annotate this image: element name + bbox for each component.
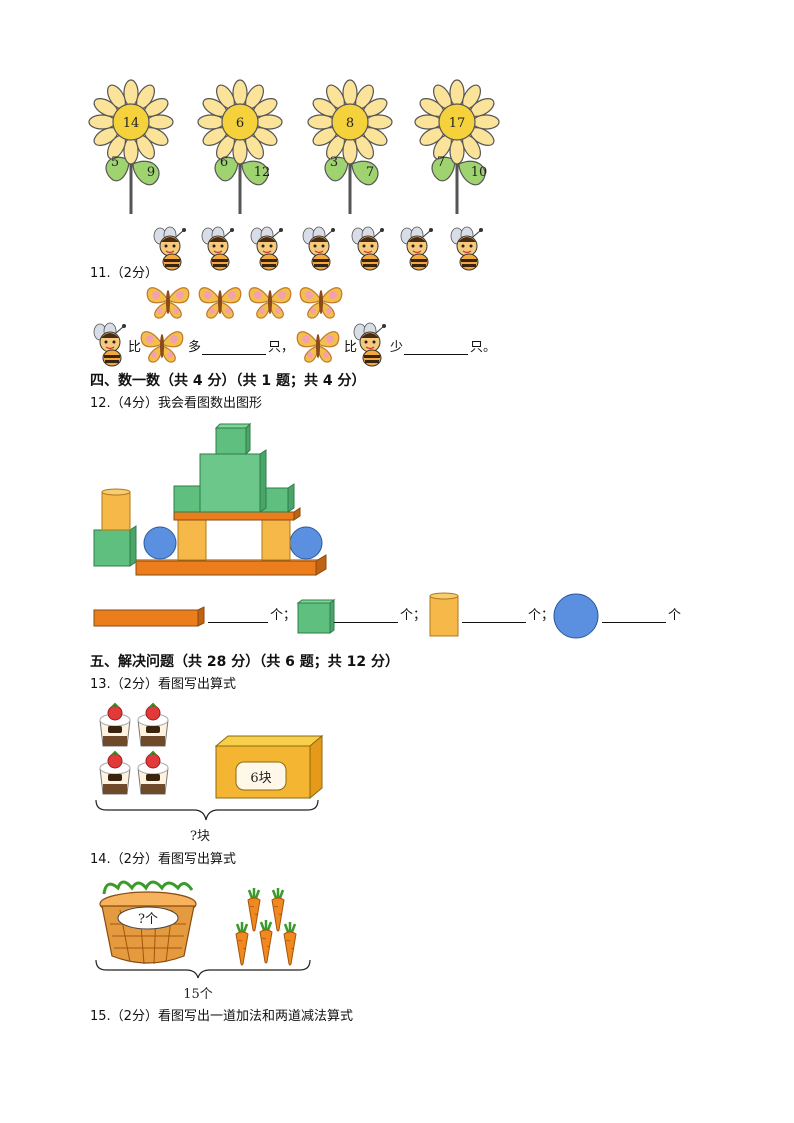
q14-prompt: 14.（2分）看图写出算式 <box>90 852 236 867</box>
q13-figure: 6块 ?块 <box>90 700 330 848</box>
compare-1-text-b: 多 <box>188 340 202 355</box>
bee-icon <box>400 226 434 271</box>
cylinder-shape-icon <box>429 592 459 637</box>
q15-prompt: 15.（2分）看图写出一道加法和两道减法算式 <box>90 1009 353 1024</box>
carrot-icon <box>258 918 274 965</box>
q11-compare-line: 比 多 只， 比 少 只。 <box>92 322 512 367</box>
section-4-title: 四、数一数（共 4 分）（共 1 题；共 4 分） <box>90 373 366 389</box>
cake-icon <box>99 703 131 747</box>
cylinder-unit: 个； <box>528 608 555 623</box>
carrot-icon <box>246 886 262 933</box>
answer-blank-2[interactable] <box>404 342 468 355</box>
box-label: 6块 <box>250 771 271 786</box>
flower-center-number: 14 <box>123 116 140 131</box>
flower-left-leaf-number: 5 <box>111 155 119 170</box>
bee-icon <box>153 226 187 271</box>
q12-prompt: 12.（4分）我会看图数出图形 <box>90 396 262 411</box>
flower-right-leaf-number: 10 <box>471 165 488 180</box>
answer-blank-1[interactable] <box>202 342 266 355</box>
compare-2-text-b: 少 <box>390 340 404 355</box>
q11-number: 11.（2分） <box>90 266 158 281</box>
q14-figure-svg: ?个 15个 <box>95 880 311 1002</box>
basket-label: ?个 <box>138 912 158 927</box>
sphere-shape-icon <box>553 593 599 639</box>
bee-row-svg <box>153 226 484 271</box>
flower-center-number: 8 <box>346 116 354 131</box>
flower-center-number: 17 <box>449 116 466 131</box>
answer-blank-cylinder[interactable] <box>462 610 526 623</box>
plank-shape-icon <box>93 606 205 627</box>
bee-icon <box>93 322 127 367</box>
flower-left-leaf-number: 7 <box>437 155 445 170</box>
flower-center-number: 6 <box>236 116 244 131</box>
bee-row <box>150 226 500 272</box>
flower-row: 14 5 9 6 6 12 8 3 7 <box>0 0 794 225</box>
answer-blank-sphere[interactable] <box>602 610 666 623</box>
flower-4: 17 7 10 <box>414 79 500 214</box>
total-brace <box>95 959 311 979</box>
butterfly-icon <box>299 287 343 319</box>
q13-total-label: ?块 <box>190 829 210 844</box>
carrot-icon <box>282 920 298 967</box>
flower-right-leaf-number: 7 <box>366 165 374 180</box>
bee-icon <box>351 226 385 271</box>
butterfly-icon <box>140 331 184 363</box>
carrot-icon <box>270 886 286 933</box>
q13-prompt: 13.（2分）看图写出算式 <box>90 677 236 692</box>
q14-figure: ?个 15个 <box>90 874 330 1004</box>
cake-icon <box>137 703 169 747</box>
bee-icon <box>450 226 484 271</box>
block-structure-svg <box>93 422 327 576</box>
butterfly-icon <box>198 287 242 319</box>
bee-icon <box>201 226 235 271</box>
butterfly-icon <box>248 287 292 319</box>
flower-3: 8 3 7 <box>307 79 393 214</box>
compare-1-unit: 只， <box>268 340 295 355</box>
total-brace <box>95 799 319 821</box>
cube-shape-icon <box>296 599 336 634</box>
compare-1-text-a: 比 <box>128 340 142 355</box>
flower-left-leaf-number: 3 <box>330 155 338 170</box>
flower-right-leaf-number: 12 <box>254 165 271 180</box>
cake-icon <box>137 751 169 795</box>
cake-icon <box>99 751 131 795</box>
butterfly-row-svg <box>146 287 343 319</box>
flower-left-leaf-number: 6 <box>220 155 228 170</box>
bee-icon <box>250 226 284 271</box>
basket-icon: ?个 <box>99 880 197 965</box>
flower-1: 14 5 9 <box>88 79 174 214</box>
butterfly-icon <box>146 287 190 319</box>
carrot-icon <box>234 920 250 967</box>
bee-icon <box>353 322 387 367</box>
compare-2-unit: 只。 <box>470 340 497 355</box>
block-structure-figure <box>90 422 340 580</box>
answer-blank-plank[interactable] <box>208 610 268 623</box>
q13-figure-svg: 6块 ?块 <box>95 703 324 844</box>
cake-box-icon: 6块 <box>214 734 324 800</box>
butterfly-row <box>146 282 356 324</box>
bee-icon <box>302 226 336 271</box>
q14-total-label: 15个 <box>183 987 213 1002</box>
flower-row-svg: 14 5 9 6 6 12 8 3 7 <box>88 79 500 214</box>
answer-blank-cube[interactable] <box>334 610 398 623</box>
cube-unit: 个； <box>400 608 427 623</box>
section-5-title: 五、解决问题（共 28 分）（共 6 题；共 12 分） <box>90 654 399 670</box>
plank-unit: 个； <box>270 608 297 623</box>
flower-2: 6 6 12 <box>197 79 283 214</box>
butterfly-icon <box>296 331 340 363</box>
flower-right-leaf-number: 9 <box>147 165 155 180</box>
sphere-unit: 个 <box>668 608 682 623</box>
shape-count-row: 个； 个； 个； 个 <box>90 592 710 642</box>
compare-2-text-a: 比 <box>344 340 358 355</box>
